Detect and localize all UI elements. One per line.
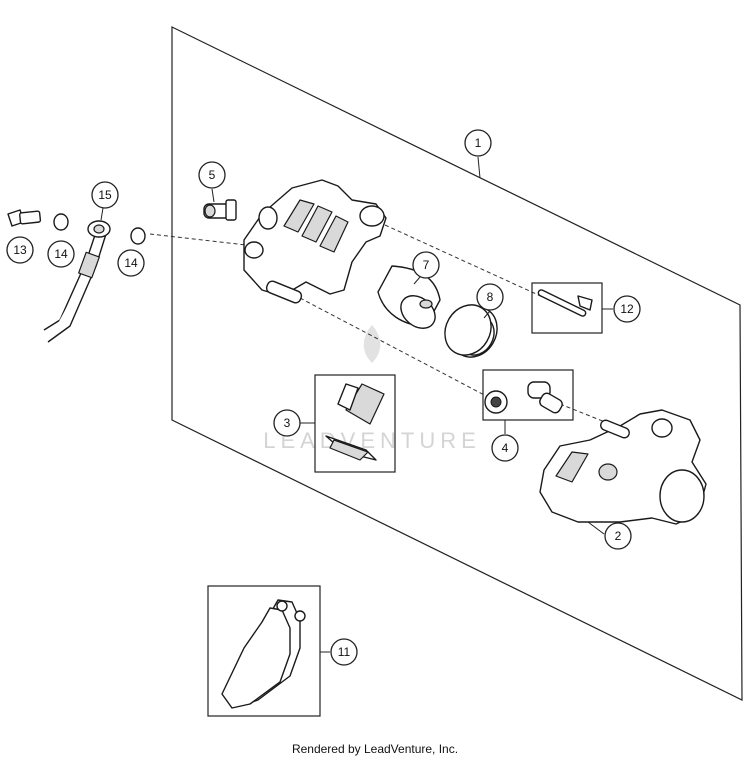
assembly-plane xyxy=(171,26,743,701)
svg-text:14: 14 xyxy=(124,256,138,270)
svg-text:8: 8 xyxy=(487,290,494,304)
callout-14-left[interactable]: 14 xyxy=(47,240,75,268)
pad-spring xyxy=(325,383,385,461)
brake-pads-box xyxy=(207,585,321,717)
alignment-line-boot xyxy=(559,403,631,433)
callout-15[interactable]: 15 xyxy=(91,181,119,209)
callout-14-right[interactable]: 14 xyxy=(117,249,145,277)
svg-text:3: 3 xyxy=(284,416,291,430)
leader-15 xyxy=(100,207,104,221)
leader-8 xyxy=(483,310,491,319)
footer-credit: Rendered by LeadVenture, Inc. xyxy=(291,742,459,756)
svg-text:2: 2 xyxy=(615,529,622,543)
svg-text:13: 13 xyxy=(13,243,27,257)
washer-right xyxy=(130,227,146,245)
callout-8[interactable]: 8 xyxy=(476,283,504,311)
watermark-text: LEADVENTURE xyxy=(263,428,481,453)
callout-4[interactable]: 4 xyxy=(491,434,519,462)
caliper-bracket xyxy=(539,409,707,525)
callout-12[interactable]: 12 xyxy=(613,295,641,323)
pin-kit xyxy=(537,289,593,317)
callout-7[interactable]: 7 xyxy=(412,251,440,279)
caliper-housing xyxy=(243,179,387,304)
alignment-line-pin xyxy=(384,224,546,299)
watermark: LEADVENTURE xyxy=(263,325,481,453)
bleed-valve xyxy=(203,199,237,221)
callout-1[interactable]: 1 xyxy=(464,129,492,157)
svg-text:15: 15 xyxy=(98,188,112,202)
svg-text:12: 12 xyxy=(620,302,634,316)
piston-seals xyxy=(444,304,498,358)
callout-3[interactable]: 3 xyxy=(273,409,301,437)
callout-11[interactable]: 11 xyxy=(330,638,358,666)
alignment-line-banjo xyxy=(149,233,256,247)
boot-kit-box xyxy=(482,369,574,421)
callout-5[interactable]: 5 xyxy=(198,161,226,189)
banjo-bolt xyxy=(7,209,42,227)
svg-text:4: 4 xyxy=(502,441,509,455)
boot-kit xyxy=(484,381,563,414)
svg-text:14: 14 xyxy=(54,247,68,261)
leader-7 xyxy=(413,276,421,285)
brake-pads xyxy=(221,599,306,709)
leader-5 xyxy=(211,188,215,203)
svg-text:1: 1 xyxy=(475,136,482,150)
callout-13[interactable]: 13 xyxy=(6,236,34,264)
callout-2[interactable]: 2 xyxy=(604,522,632,550)
leader-2 xyxy=(587,521,605,535)
svg-text:11: 11 xyxy=(338,645,351,659)
pin-kit-box xyxy=(531,282,603,334)
svg-text:5: 5 xyxy=(209,168,216,182)
leader-1 xyxy=(477,156,481,179)
svg-text:7: 7 xyxy=(423,258,430,272)
piston xyxy=(377,265,441,329)
alignment-line-slide-pin xyxy=(299,297,491,399)
brake-hose xyxy=(43,220,111,343)
washer-left xyxy=(53,213,69,231)
